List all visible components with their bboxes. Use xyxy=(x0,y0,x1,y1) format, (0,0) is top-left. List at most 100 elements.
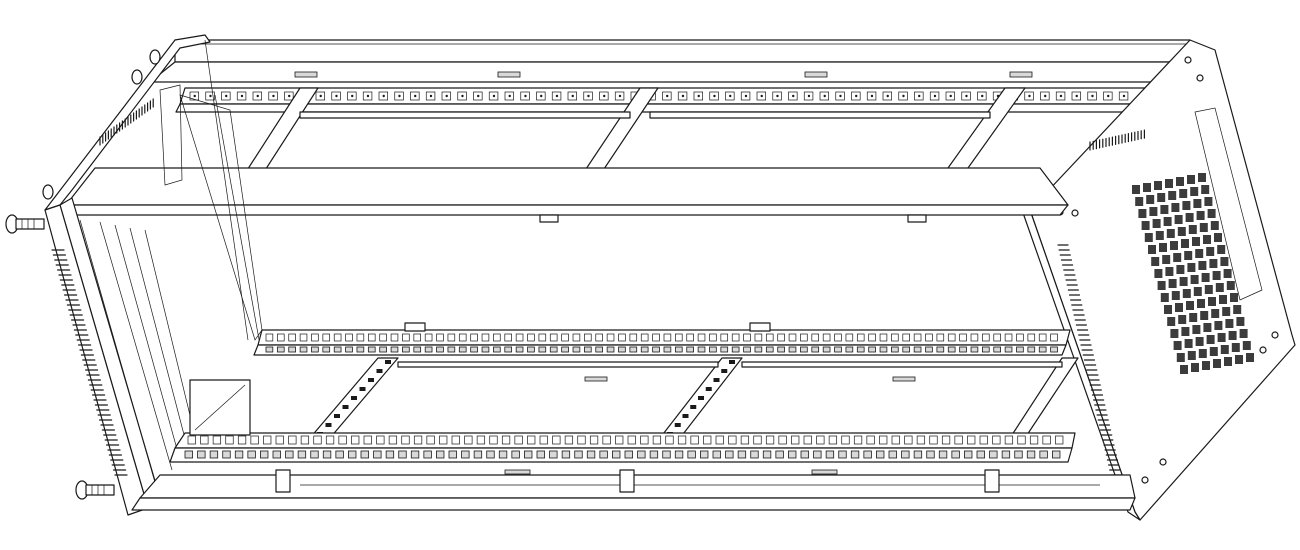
rail-slot xyxy=(765,435,775,445)
rail-slot xyxy=(967,435,976,445)
rail-slot xyxy=(493,346,501,353)
grille-cell xyxy=(1157,193,1166,202)
cross-hole xyxy=(325,423,332,427)
rail-slot xyxy=(481,333,490,342)
grille-cell xyxy=(1163,217,1172,226)
rail-slot xyxy=(1004,435,1014,445)
rail-slot xyxy=(720,346,729,353)
grille-cell xyxy=(1214,233,1222,242)
grille-cell xyxy=(1165,179,1173,188)
rail-slot xyxy=(413,346,422,353)
rail-hole xyxy=(807,94,811,98)
rail-hole xyxy=(225,94,228,98)
rail-slot xyxy=(222,450,231,459)
rail-slot xyxy=(731,346,740,353)
rail-slot xyxy=(1055,91,1066,101)
rail-slot xyxy=(936,333,945,342)
rail-slot xyxy=(914,91,924,101)
rail-slot xyxy=(285,450,294,459)
bottom-base-frame xyxy=(131,379,1136,511)
rail-slot xyxy=(811,333,820,342)
rail-slot xyxy=(753,435,762,445)
rail-slot xyxy=(800,333,808,342)
rail-hole xyxy=(697,94,700,98)
rail-slot xyxy=(750,450,759,459)
rail-slot xyxy=(297,450,307,459)
rail-hole xyxy=(524,94,527,98)
grille-cell xyxy=(1185,213,1194,222)
grille-cell xyxy=(1202,361,1210,370)
rail-slot xyxy=(595,346,603,353)
grille-cell xyxy=(1165,267,1174,276)
grille-cell xyxy=(1215,283,1224,292)
rail-slot xyxy=(436,333,444,342)
rail-slot xyxy=(1071,91,1082,101)
rail-slot xyxy=(458,333,467,342)
rail-slot xyxy=(740,91,751,101)
rail-slot xyxy=(493,333,501,342)
rail-hole xyxy=(666,94,669,98)
rail-hole xyxy=(240,94,244,98)
rail-slot xyxy=(221,91,231,101)
rail-slot xyxy=(413,333,422,342)
grille-cell xyxy=(1184,251,1193,260)
rail-slot xyxy=(567,91,578,101)
rail-slot xyxy=(929,91,940,101)
rail-slot xyxy=(561,333,569,342)
rail-slot xyxy=(879,333,888,342)
rail-slot xyxy=(947,346,956,353)
grille-cell xyxy=(1204,197,1213,206)
rail-slot xyxy=(311,333,319,342)
rail-slot xyxy=(640,333,649,342)
grille-cell xyxy=(1246,353,1254,362)
rail-slot xyxy=(674,346,683,353)
rail-slot xyxy=(1039,450,1048,459)
rail-slot xyxy=(1038,333,1047,342)
rail-hole xyxy=(351,94,354,98)
rail-slot xyxy=(313,435,322,445)
grille-cell xyxy=(1192,237,1200,246)
rail-slot xyxy=(697,333,706,342)
front-handle-bottom xyxy=(75,480,115,500)
rail-slot xyxy=(379,333,387,342)
grille-cell xyxy=(1209,347,1218,356)
rail-slot xyxy=(473,450,483,459)
grille-cell xyxy=(1191,363,1199,372)
rail-hole xyxy=(1122,94,1126,98)
rail-slot xyxy=(514,435,523,445)
rail-slot xyxy=(1029,435,1039,445)
rail-slot xyxy=(977,91,987,101)
grille-cell xyxy=(1220,345,1229,354)
rail-slot xyxy=(677,435,687,445)
rail-slot xyxy=(488,91,499,101)
rail-hole xyxy=(870,94,874,98)
rail-slot xyxy=(902,346,911,353)
grille-cell xyxy=(1166,229,1175,238)
rail-slot xyxy=(845,346,854,353)
rail-slot xyxy=(618,333,626,342)
rail-slot xyxy=(663,346,672,353)
rail-slot xyxy=(360,450,369,459)
rail-slot xyxy=(879,346,888,353)
rail-slot xyxy=(345,333,353,342)
rail-slot xyxy=(629,346,638,353)
rail-slot xyxy=(715,435,724,445)
rail-slot xyxy=(1052,450,1061,459)
rail-slot xyxy=(504,333,512,342)
cross-hole xyxy=(334,414,340,418)
grille-cell xyxy=(1179,189,1188,198)
rail-slot xyxy=(586,450,596,459)
rail-slot xyxy=(520,91,530,101)
rail-slot xyxy=(457,91,467,101)
grille-cell xyxy=(1167,317,1176,326)
rail-slot xyxy=(356,333,365,342)
front-handle-top xyxy=(5,214,45,234)
rail-slot xyxy=(461,450,470,459)
rail-slot xyxy=(838,450,847,459)
rail-slot xyxy=(775,450,784,459)
grille-cell xyxy=(1198,261,1207,270)
rail-slot xyxy=(583,91,593,101)
grille-cell xyxy=(1160,205,1169,214)
rail-slot xyxy=(731,333,740,342)
mid-card-rail xyxy=(253,322,1071,356)
